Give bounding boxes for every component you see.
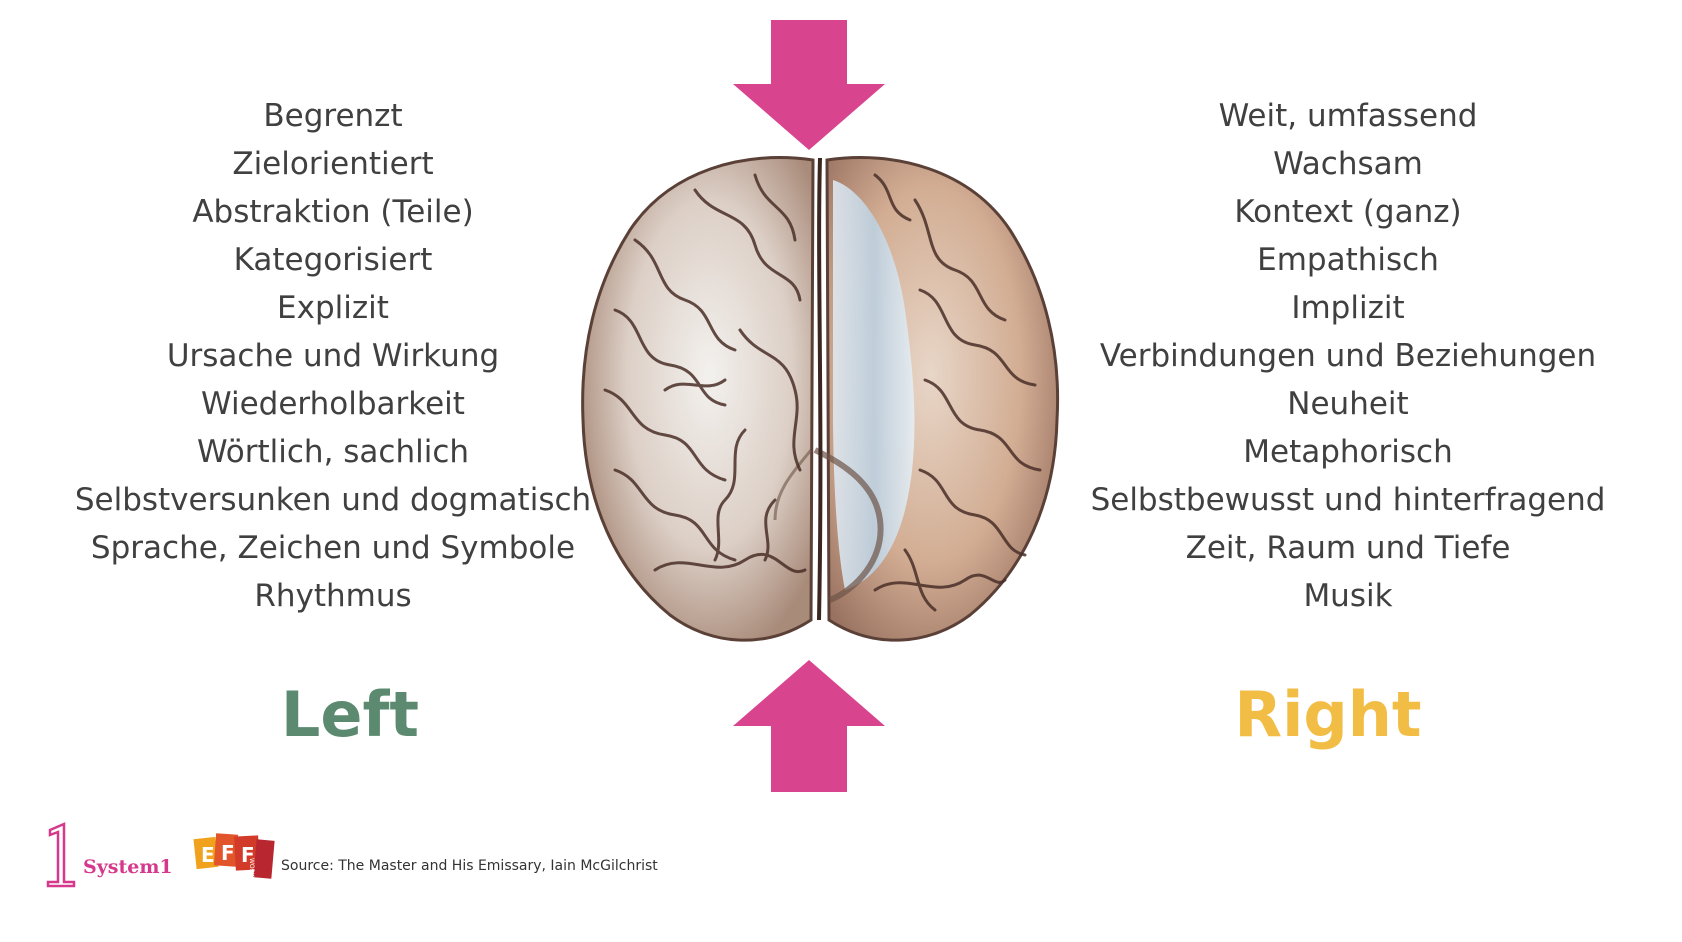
list-item: Wörtlich, sachlich [196,434,470,470]
left-label: Left [280,678,420,751]
right-traits-list: Weit, umfassend Wachsam Kontext (ganz) E… [1063,92,1633,620]
arrow-up-icon [733,660,885,792]
list-item: Metaphorisch [1243,434,1453,470]
list-item: Selbstversunken und dogmatisch [74,482,592,518]
system1-logo-icon [46,822,76,888]
list-item: Wachsam [1273,146,1423,182]
svg-text:WORKS: WORKS [248,858,255,881]
list-item: Implizit [1291,290,1405,326]
list-item: Abstraktion (Teile) [192,194,474,230]
list-item: Sprache, Zeichen und Symbole [90,530,576,566]
list-item: Verbindungen und Beziehungen [1099,338,1597,374]
arrow-down-icon [733,20,885,150]
right-label: Right [1234,678,1422,751]
svg-text:E: E [201,843,215,867]
left-hemisphere [581,156,815,642]
system1-logo-text: System1 [83,856,173,878]
list-item: Zielorientiert [232,146,434,182]
list-item: Ursache und Wirkung [166,338,500,374]
brain-illustration [581,156,1060,642]
white-matter [833,180,915,590]
list-item: Empathisch [1257,242,1439,278]
eff-works-logo-icon: E F F WORKS [193,833,275,881]
svg-text:F: F [221,841,235,865]
list-item: Musik [1303,578,1393,614]
list-item: Begrenzt [263,98,403,134]
svg-text:F: F [241,843,255,867]
list-item: Wiederholbarkeit [201,386,465,422]
list-item: Neuheit [1287,386,1409,422]
list-item: Zeit, Raum und Tiefe [1185,530,1511,566]
list-item: Kategorisiert [233,242,433,278]
list-item: Kontext (ganz) [1234,194,1462,230]
list-item: Explizit [277,290,389,326]
source-citation: Source: The Master and His Emissary, Iai… [281,858,658,874]
left-traits-list: Begrenzt Zielorientiert Abstraktion (Tei… [53,92,613,620]
list-item: Selbstbewusst und hinterfragend [1090,482,1606,518]
list-item: Weit, umfassend [1218,98,1478,134]
footer: System1 E F F WORKS Source: The Master a… [40,822,740,892]
list-item: Rhythmus [254,578,412,614]
